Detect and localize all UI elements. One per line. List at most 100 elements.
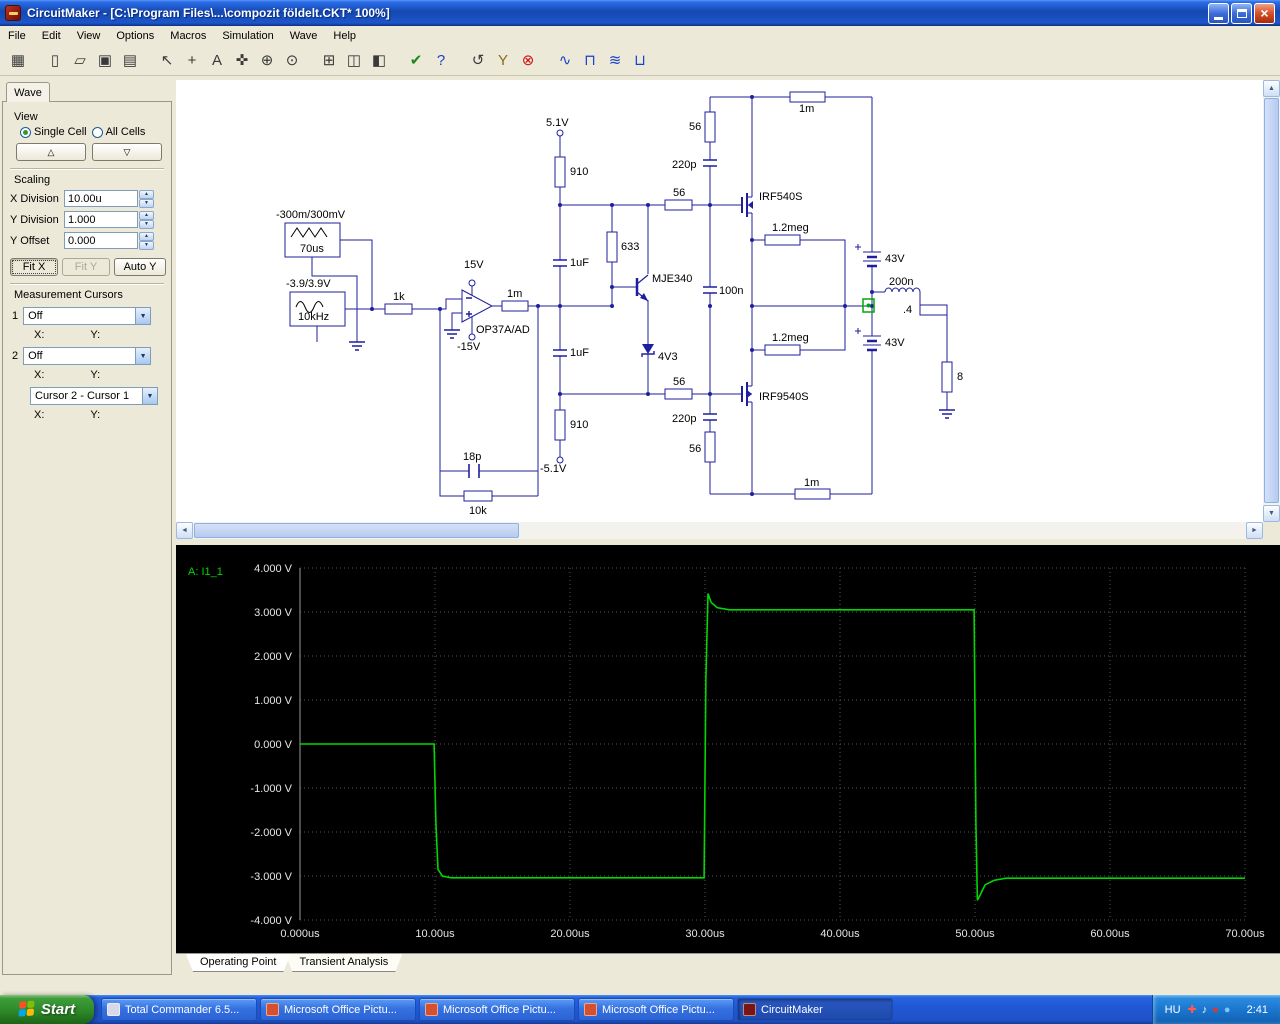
select-tool-button[interactable]: ↖ [155,48,179,72]
chevron-down-icon[interactable]: ▼ [135,348,151,364]
run-simulation-button[interactable]: ✔ [404,48,428,72]
spin-down-icon[interactable]: ▼ [139,241,154,250]
multi-page-button[interactable]: ◫ [342,48,366,72]
volume-icon[interactable]: ♪ [1201,1003,1208,1016]
zener-4v3-symbol[interactable] [641,344,655,357]
radio-all-cells[interactable]: All Cells [91,126,145,138]
radio-single-cell[interactable]: Single Cell [20,126,87,138]
taskbar-button-circuitmaker[interactable]: CircuitMaker [737,998,893,1021]
probe-y-button[interactable]: Y [491,48,515,72]
mje340-symbol[interactable] [635,274,649,302]
start-button[interactable]: Start [0,995,94,1024]
restore-button[interactable] [1231,2,1252,24]
fit-to-page-button[interactable]: ⊞ [317,48,341,72]
y-offset-spinner[interactable]: ▲ ▼ [139,232,154,250]
taskbar-button-microsoft-office-pictu[interactable]: Microsoft Office Pictu... [260,998,416,1021]
next-cell-button[interactable]: ▽ [92,143,162,161]
auto-y-button[interactable]: Auto Y [114,258,166,276]
y-division-spinner[interactable]: ▲ ▼ [139,211,154,229]
split-view-button[interactable]: ◧ [367,48,391,72]
schematic-horizontal-scrollbar[interactable]: ◄ ► [176,522,1263,539]
tile-windows-button[interactable]: ▦ [6,48,30,72]
close-button[interactable]: × [1254,2,1275,24]
scroll-left-button[interactable]: ◄ [176,522,193,539]
menu-edit[interactable]: Edit [41,29,61,42]
component-label-18p: 18p [463,451,481,463]
probe-marker[interactable] [862,298,875,313]
spin-up-icon[interactable]: ▲ [139,190,154,199]
sine-source-symbol[interactable] [289,291,346,327]
zoom-area-button[interactable]: ⊕ [255,48,279,72]
spin-up-icon[interactable]: ▲ [139,232,154,241]
save-file-button[interactable]: ▣ [93,48,117,72]
cursor2-x-label: X: [34,369,45,381]
chevron-down-icon[interactable]: ▼ [142,388,157,404]
menu-view[interactable]: View [76,29,101,42]
minimize-button[interactable] [1208,2,1229,24]
menu-wave[interactable]: Wave [289,29,318,42]
new-file-button[interactable]: ▯ [43,48,67,72]
fit-x-button[interactable]: Fit X [10,258,58,276]
y-offset-input-wrap [64,232,138,249]
spin-up-icon[interactable]: ▲ [139,211,154,220]
tab-transient-analysis[interactable]: Transient Analysis [285,954,402,972]
probe-tool-button[interactable]: ✜ [230,48,254,72]
zoom-tool-button[interactable]: ⊙ [280,48,304,72]
spin-down-icon[interactable]: ▼ [139,199,154,208]
previous-cell-button[interactable]: △ [16,143,86,161]
y-division-input[interactable] [64,211,138,228]
spin-down-icon[interactable]: ▼ [139,220,154,229]
restore-icon [1236,8,1247,18]
cursor1-select[interactable]: Off ▼ [23,307,152,325]
x-division-input[interactable] [64,190,138,207]
battery-plus-marks [855,244,861,334]
taskbar-button-microsoft-office-pictu[interactable]: Microsoft Office Pictu... [578,998,734,1021]
cursor-diff-x-label: X: [34,409,45,421]
vertical-scroll-thumb[interactable] [1264,98,1279,503]
irf9540s-symbol[interactable] [741,382,752,406]
schematic-vertical-scrollbar[interactable]: ▲ ▼ [1263,80,1280,522]
scope-analog-button[interactable]: ∿ [553,48,577,72]
menu-help[interactable]: Help [333,29,357,42]
fit-y-button[interactable]: Fit Y [62,258,110,276]
stop-simulation-button[interactable]: ⊗ [516,48,540,72]
horizontal-scroll-thumb[interactable] [194,523,519,538]
menu-simulation[interactable]: Simulation [222,29,274,42]
scroll-down-button[interactable]: ▼ [1263,505,1280,522]
scroll-up-button[interactable]: ▲ [1263,80,1280,97]
print-button[interactable]: ▤ [118,48,142,72]
chevron-down-icon[interactable]: ▼ [135,308,151,324]
undo-button[interactable]: ↺ [466,48,490,72]
cursor2-select[interactable]: Off ▼ [23,347,152,365]
taskbar-button-label: CircuitMaker [761,1003,823,1016]
language-indicator[interactable]: HU [1164,1003,1181,1016]
y-offset-input[interactable] [64,232,138,249]
add-part-button[interactable]: + [180,48,204,72]
text-tool-button[interactable]: A [205,48,229,72]
menu-macros[interactable]: Macros [170,29,207,42]
network-icon[interactable]: ● [1223,1003,1231,1016]
menu-options[interactable]: Options [116,29,155,42]
pulse-source-symbol[interactable] [284,222,341,258]
opamp-symbol[interactable] [461,289,494,323]
tab-operating-point[interactable]: Operating Point [186,954,290,972]
irf540s-symbol[interactable] [741,193,753,217]
x-division-spinner[interactable]: ▲ ▼ [139,190,154,208]
scope-multi-button[interactable]: ≋ [603,48,627,72]
scroll-right-button[interactable]: ► [1246,522,1263,539]
update-icon[interactable]: ● [1212,1003,1219,1016]
scope-split-button[interactable]: ⊔ [628,48,652,72]
open-file-button[interactable]: ▱ [68,48,92,72]
scope-digital-button[interactable]: ⊓ [578,48,602,72]
help-button[interactable]: ? [429,48,453,72]
taskbar-button-total-commander-6-5[interactable]: Total Commander 6.5... [101,998,257,1021]
taskbar-button-microsoft-office-pictu[interactable]: Microsoft Office Pictu... [419,998,575,1021]
tab-wave[interactable]: Wave [6,82,50,102]
antivirus-icon[interactable]: ✚ [1187,1003,1197,1016]
cursor-diff-select[interactable]: Cursor 2 - Cursor 1 ▼ [30,387,158,405]
multi-page-icon: ◫ [346,51,362,69]
menu-file[interactable]: File [8,29,26,42]
